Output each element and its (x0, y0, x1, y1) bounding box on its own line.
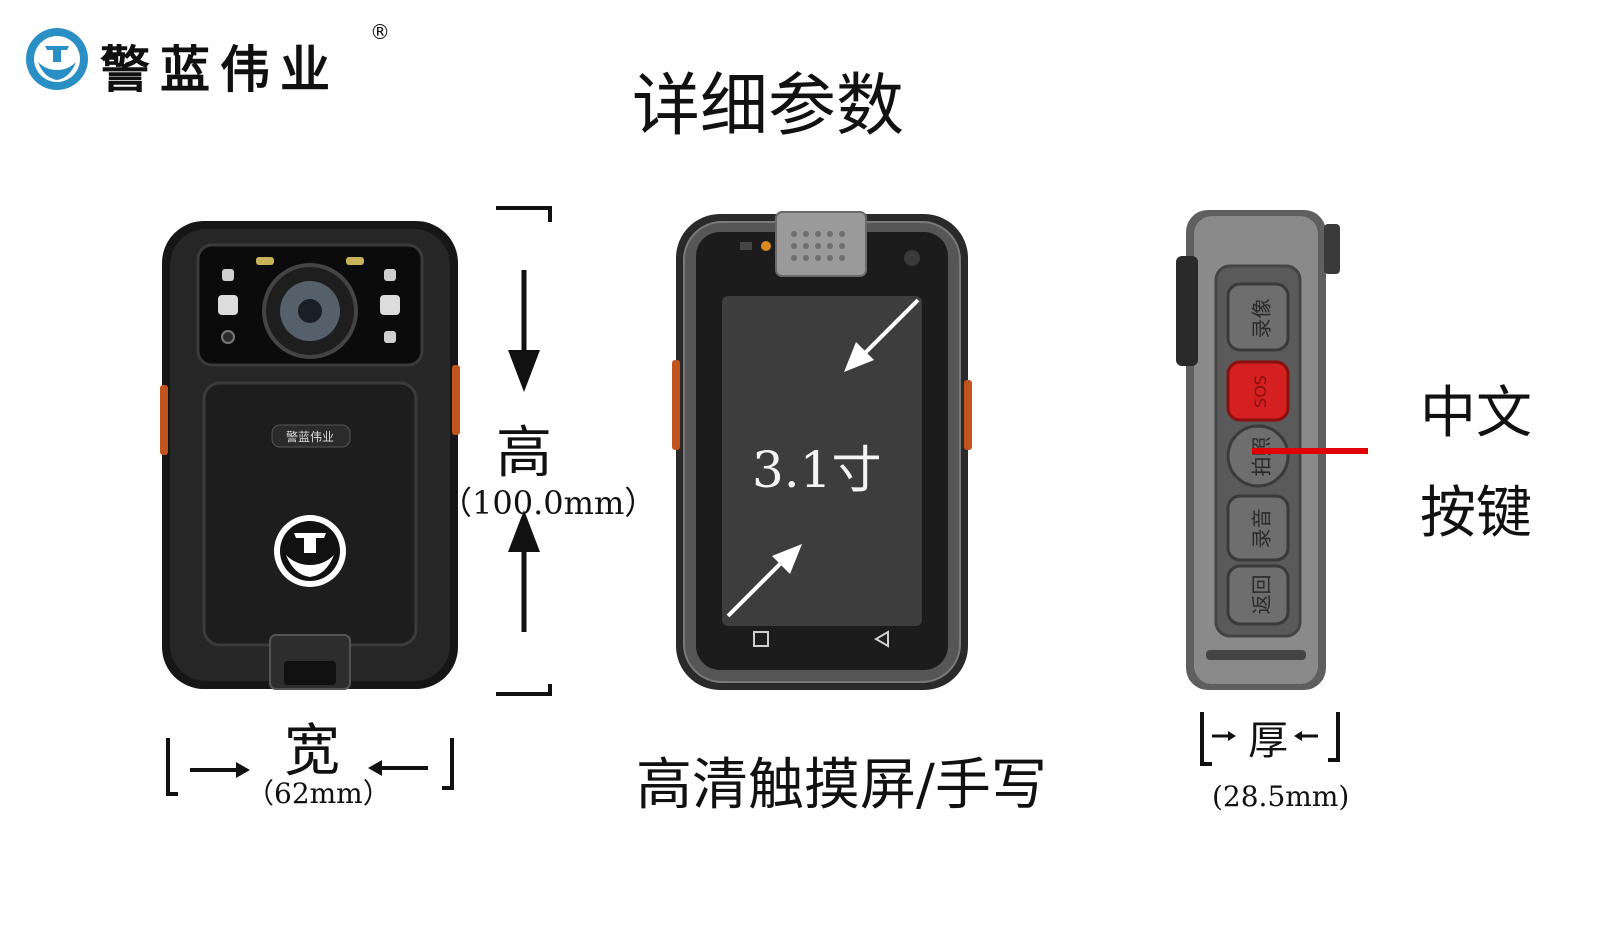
side-button-record-video-label: 录像 (1249, 298, 1274, 338)
screen-device-image (672, 210, 972, 694)
screen-size-label: 3.1寸 (752, 441, 882, 499)
width-label: 宽 (284, 719, 340, 784)
side-button-back[interactable]: 返回 (1232, 566, 1288, 622)
side-button-record-audio-label: 录音 (1249, 508, 1274, 548)
front-device-image (160, 215, 460, 693)
page-title: 详细参数 (632, 67, 905, 146)
width-dimension-indicator (160, 730, 460, 800)
thickness-dimension-indicator (1194, 708, 1346, 770)
side-button-back-label: 返回 (1249, 574, 1274, 614)
width-value: （62mm） (246, 777, 391, 810)
height-label: 高 (496, 421, 552, 486)
thickness-value: (28.5mm) (1212, 780, 1350, 813)
front-device-badge: 警蓝伟业 (285, 430, 334, 444)
side-button-record-audio[interactable]: 录音 (1232, 498, 1288, 558)
brand-name: 警蓝伟业 (100, 41, 340, 99)
side-button-photo-label: 拍照 (1249, 436, 1274, 476)
brand-logo (24, 26, 90, 92)
chinese-keys-label-line1: 中文 (1420, 381, 1532, 446)
chinese-keys-label-line2: 按键 (1420, 481, 1532, 546)
shield-hands-logo-icon (26, 28, 88, 90)
side-button-photo[interactable]: 拍照 (1232, 428, 1288, 484)
thickness-label: 厚 (1248, 718, 1288, 764)
registered-mark: ® (370, 20, 390, 44)
height-dimension-indicator (492, 200, 562, 702)
button-pointer-line (1252, 448, 1368, 454)
height-value: （100.0mm） (440, 484, 657, 522)
side-button-sos-label: SOS (1250, 374, 1270, 408)
side-button-sos[interactable]: SOS (1232, 364, 1288, 418)
screen-caption: 高清触摸屏/手写 (636, 753, 1047, 818)
side-button-record-video[interactable]: 录像 (1232, 290, 1288, 346)
